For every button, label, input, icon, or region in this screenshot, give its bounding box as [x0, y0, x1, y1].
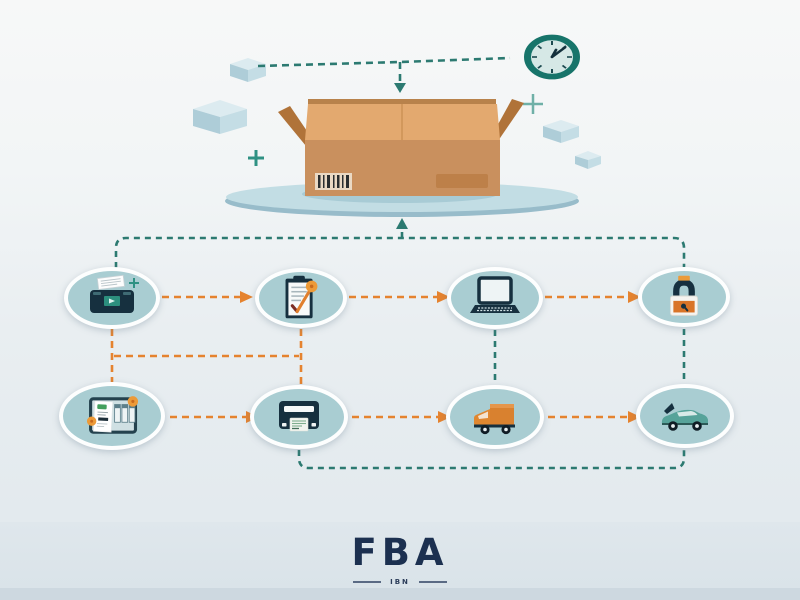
- arrowhead-right: [628, 411, 641, 423]
- arrowhead-right: [437, 291, 450, 303]
- node-checklist: [255, 268, 347, 328]
- tagline-rule-left: [353, 581, 382, 583]
- node-laptop: [447, 267, 543, 329]
- padlock-icon: [669, 275, 699, 316]
- brand-block: FBA IBN: [0, 534, 800, 586]
- node-label-printer: [250, 385, 348, 449]
- node-listing-dashboard: [59, 382, 165, 450]
- delivery-truck-icon: [474, 404, 515, 435]
- cube-icon: [543, 120, 579, 143]
- tagline-rule-right: [418, 581, 447, 583]
- arrowhead-down: [394, 83, 406, 93]
- brand-title: FBA: [351, 531, 449, 574]
- plus-mark-icon: [248, 150, 264, 166]
- arrowhead-right: [438, 411, 451, 423]
- laptop-icon: [470, 276, 520, 313]
- open-shipping-box-icon: [278, 99, 524, 196]
- node-secure-lock: [638, 267, 730, 327]
- clock-icon: [524, 34, 580, 80]
- brand-tagline: IBN: [390, 578, 410, 586]
- listing-dashboard-icon: [86, 396, 139, 434]
- node-customer-car: [636, 384, 734, 448]
- node-receive-documents: [64, 267, 160, 329]
- background-footer-band: [0, 588, 800, 600]
- background-band: [0, 522, 800, 588]
- connector-top-rail: [114, 236, 686, 268]
- cube-icon: [230, 58, 266, 82]
- cube-icon: [193, 100, 247, 134]
- connector-orange-branch: [110, 329, 303, 384]
- cube-icon: [575, 151, 601, 169]
- connector-clock-to-box: [257, 56, 511, 84]
- arrowhead-right: [628, 291, 641, 303]
- connector-bottom-loop: [297, 449, 686, 470]
- label-printer-icon: [279, 401, 319, 432]
- plus-mark-icon: [523, 94, 543, 114]
- arrowhead-up: [396, 218, 408, 229]
- arrowhead-right: [240, 291, 253, 303]
- node-delivery-truck: [446, 385, 544, 449]
- clipboard-check-icon: [285, 275, 318, 319]
- car-icon: [661, 403, 708, 431]
- printer-documents-icon: [90, 275, 139, 313]
